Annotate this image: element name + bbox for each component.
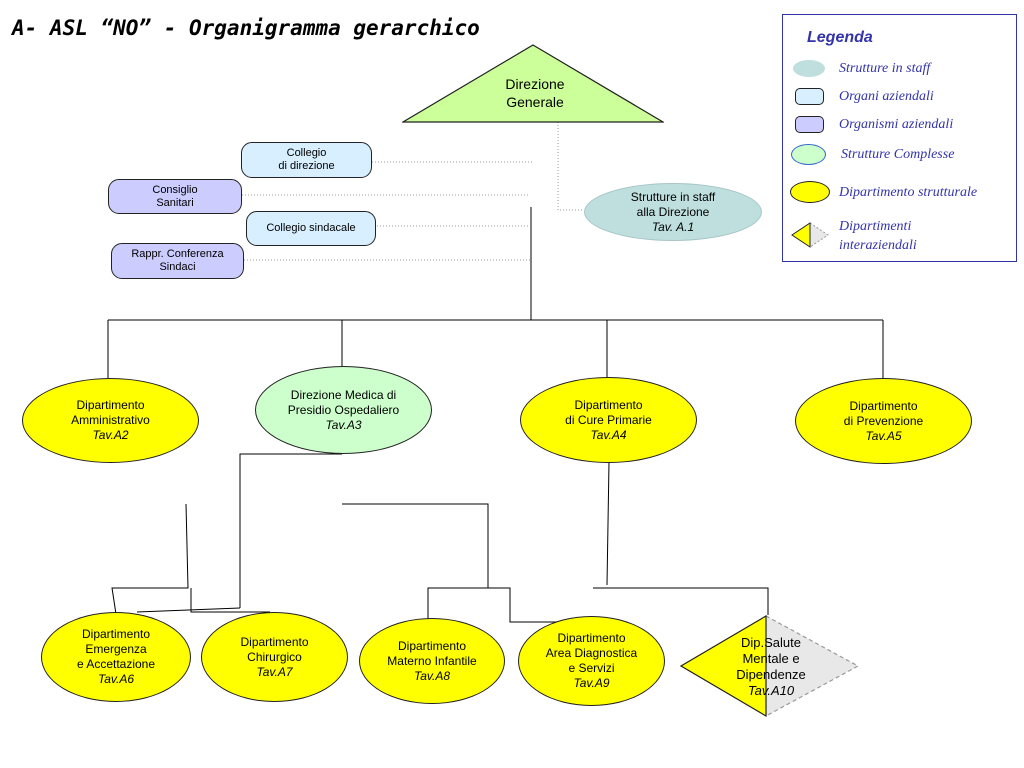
- legend-item-complesse: Strutture Complesse: [783, 143, 1018, 173]
- dip-salute-mentale[interactable]: Dip.Salute Mentale e Dipendenze Tav.A10: [736, 635, 806, 698]
- blue-box-icon: [795, 88, 824, 105]
- collegio-sindacale-box[interactable]: Collegio sindacale: [246, 211, 376, 246]
- dipartimento-chirurgico[interactable]: Dipartimento Chirurgico Tav.A7: [201, 612, 348, 702]
- dipartimento-prevenzione[interactable]: Dipartimento di Prevenzione Tav.A5: [795, 378, 972, 464]
- connector-cure-down: [606, 461, 610, 586]
- dipartimento-materno-infantile[interactable]: Dipartimento Materno Infantile Tav.A8: [359, 618, 505, 704]
- page-title: A- ASL “NO” - Organigramma gerarchico: [12, 16, 480, 40]
- connector-diagnostica: [488, 587, 566, 623]
- dipartimento-amministrativo[interactable]: Dipartimento Amministrativo Tav.A2: [22, 378, 199, 463]
- legend-item-interaziendali: Dipartimenti interaziendali: [783, 218, 1018, 258]
- legend: Legenda Strutture in staff Organi aziend…: [782, 14, 1017, 262]
- legend-item-staff: Strutture in staff: [783, 57, 1018, 87]
- dipartimento-area-diagnostica[interactable]: Dipartimento Area Diagnostica e Servizi …: [518, 616, 665, 706]
- connector-emergenza: [111, 503, 189, 615]
- legend-item-organismi: Organismi aziendali: [783, 114, 1018, 144]
- direzione-medica-presidio[interactable]: Direzione Medica di Presidio Ospedaliero…: [255, 366, 432, 454]
- legend-item-organi: Organi aziendali: [783, 86, 1018, 116]
- collegio-direzione-box[interactable]: Collegio di direzione: [241, 142, 372, 178]
- rappr-conferenza-box[interactable]: Rappr. Conferenza Sindaci: [111, 243, 244, 279]
- dipartimento-cure-primarie[interactable]: Dipartimento di Cure Primarie Tav.A4: [520, 377, 697, 463]
- strutture-staff-ellipse[interactable]: Strutture in staff alla Direzione Tav. A…: [584, 183, 762, 241]
- connector-presidio-bar: [136, 607, 241, 613]
- lavender-box-icon: [795, 116, 824, 133]
- connector-materno: [342, 503, 489, 620]
- connector-staff: [557, 122, 584, 211]
- connector-presidio-down: [239, 453, 342, 608]
- teal-ellipse-icon: [793, 60, 825, 77]
- green-ellipse-icon: [791, 144, 826, 165]
- connector-chirurgico: [190, 588, 270, 613]
- yellow-ellipse-icon: [790, 181, 830, 203]
- half-diamond-icon: [791, 222, 829, 248]
- direzione-generale[interactable]: Direzione Generale: [505, 76, 565, 110]
- legend-title: Legenda: [807, 29, 873, 46]
- salute-mentale-diamond: [680, 614, 860, 718]
- legend-item-dipartimento: Dipartimento strutturale: [783, 180, 1018, 210]
- connector-salute-mentale: [593, 587, 769, 615]
- direzione-generale-triangle: [402, 44, 664, 123]
- dipartimento-emergenza[interactable]: Dipartimento Emergenza e Accettazione Ta…: [41, 612, 191, 702]
- consiglio-sanitari-box[interactable]: Consiglio Sanitari: [108, 179, 242, 214]
